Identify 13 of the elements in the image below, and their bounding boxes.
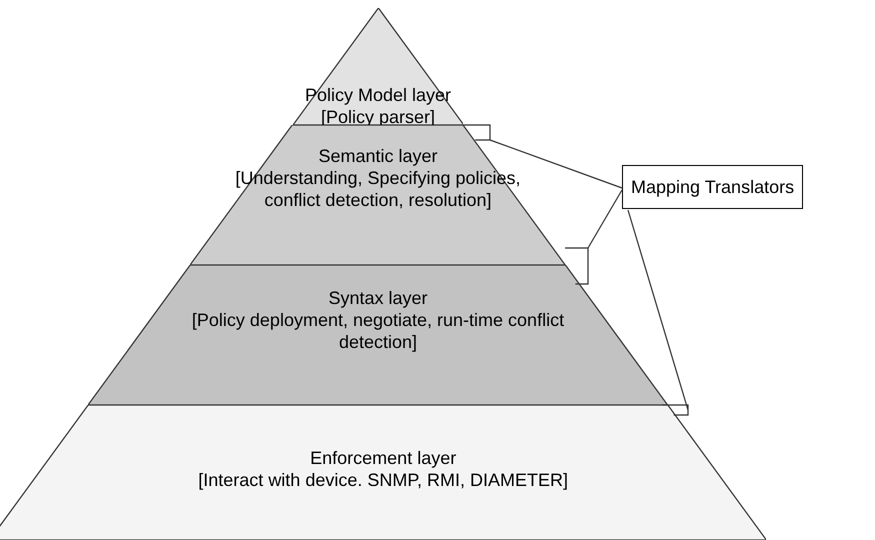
callout-box: Mapping Translators bbox=[622, 165, 804, 209]
leader-line bbox=[627, 210, 689, 410]
bracket bbox=[463, 124, 491, 141]
layer-title: Semantic layer bbox=[318, 145, 438, 167]
layer-description: [Policy parser] bbox=[320, 106, 436, 128]
leader-line bbox=[587, 190, 623, 248]
layer-title: Enforcement layer bbox=[310, 447, 456, 469]
leader-line bbox=[490, 139, 622, 189]
layer-title: Syntax layer bbox=[328, 287, 428, 309]
layer-description: [Interact with device. SNMP, RMI, DIAMETER] bbox=[197, 469, 570, 491]
bracket bbox=[662, 404, 689, 416]
layer-description: [Policy deployment, negotiate, run-time conflict detection] bbox=[190, 309, 566, 353]
bracket bbox=[565, 247, 589, 285]
